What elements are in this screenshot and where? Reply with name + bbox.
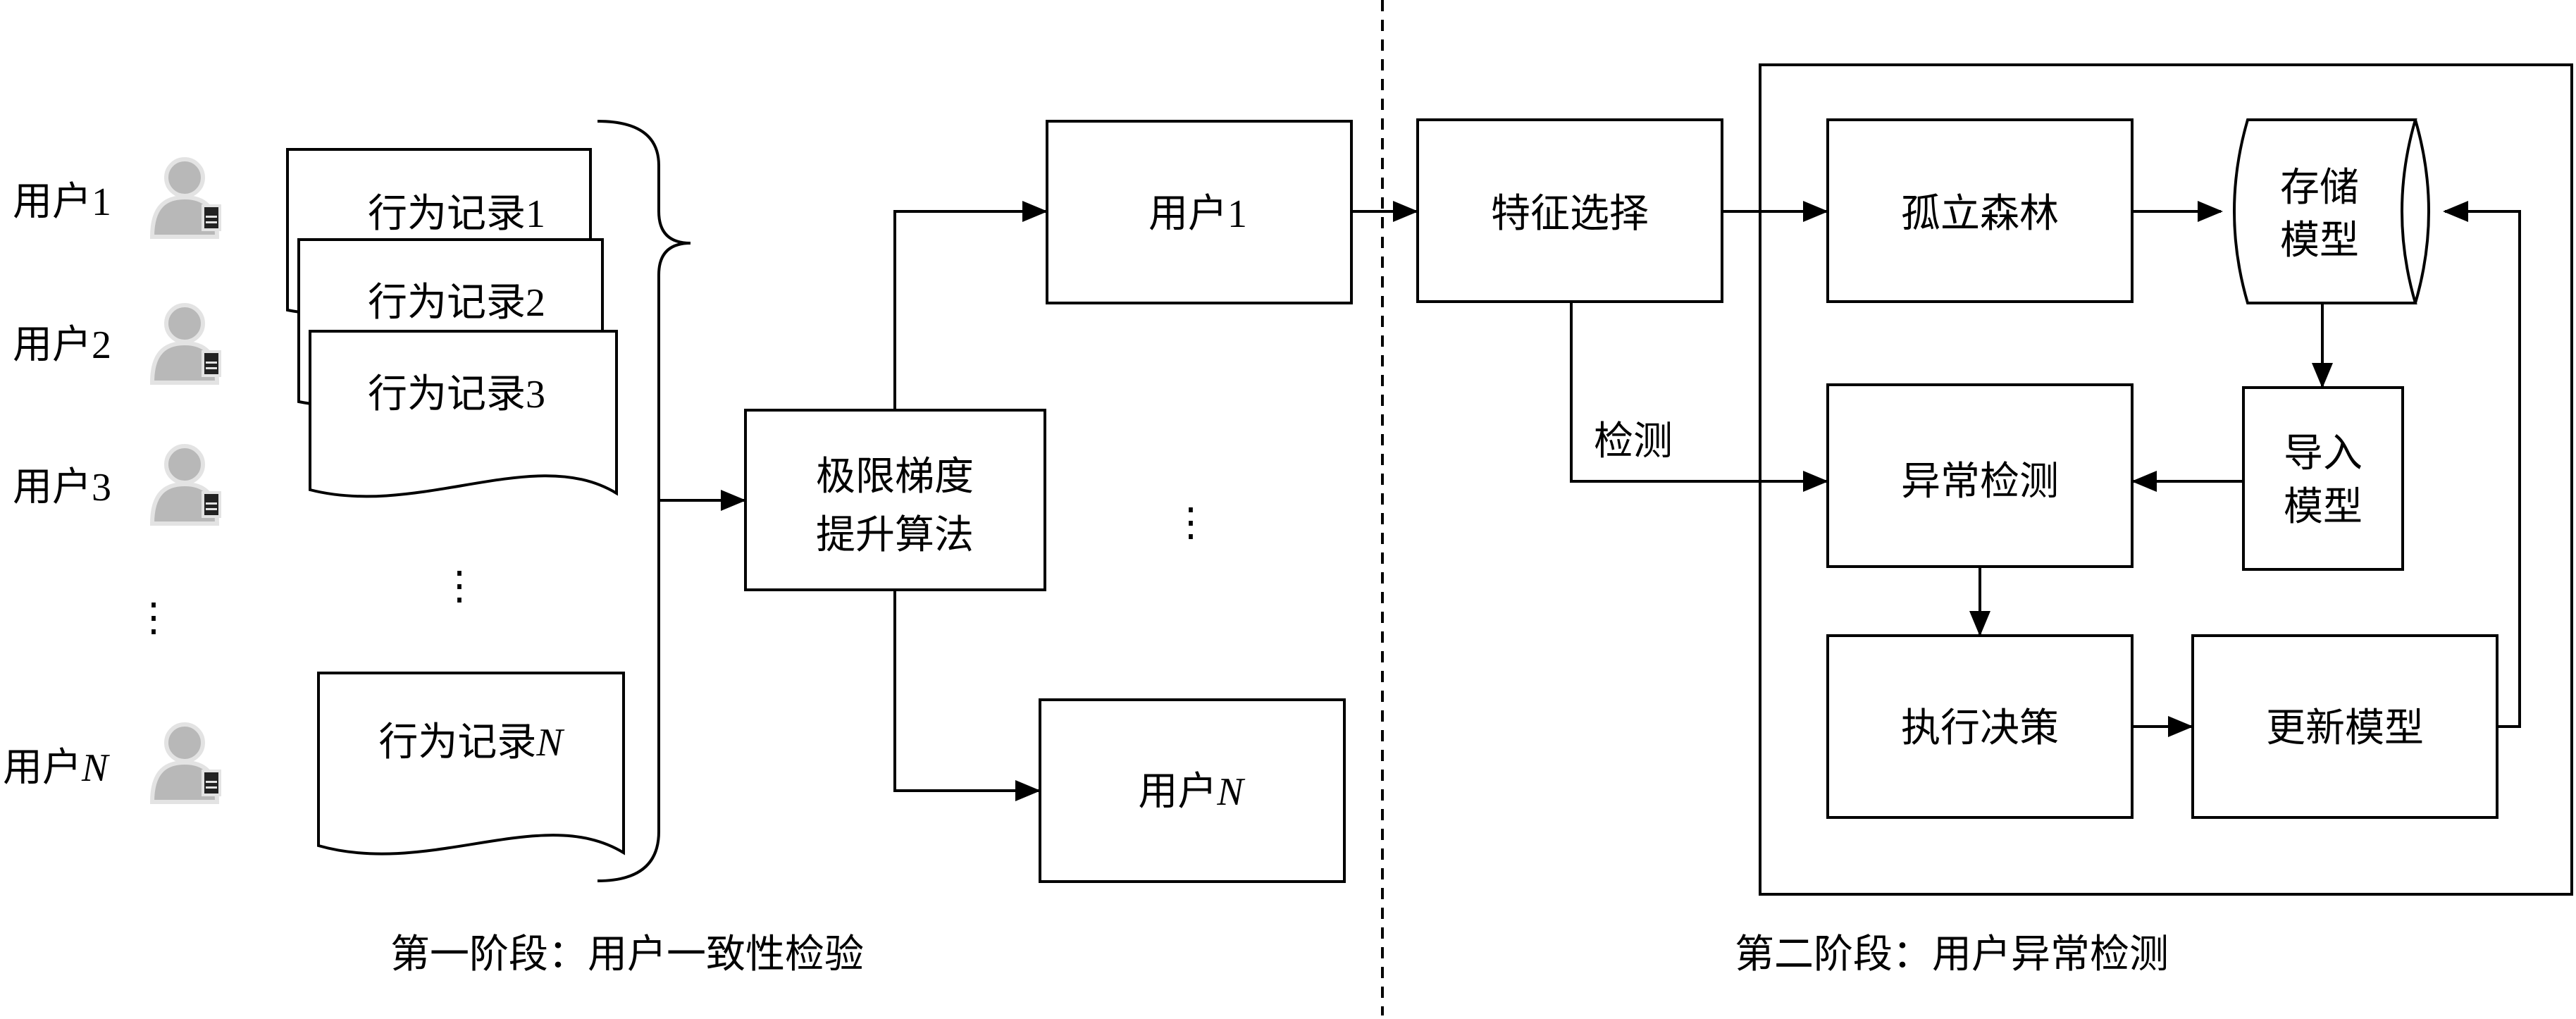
arrow-xgboost-to-user1 [893, 201, 1048, 410]
import-model-label-1: 导入 [2284, 432, 2363, 476]
store-model-edge [2414, 119, 2430, 304]
user-2-icon [152, 305, 220, 383]
user-n-label: 用户N [3, 746, 110, 790]
execute-decision-box [1826, 634, 2134, 819]
xgboost-box [744, 409, 1046, 591]
store-model-shape [2233, 118, 2417, 304]
user-3-label: 用户3 [13, 466, 111, 510]
import-model-label-2: 模型 [2284, 486, 2363, 529]
user-n-output-label: 用户N [1138, 770, 1245, 814]
record-doc-n [317, 672, 625, 856]
user-2: 用户2 [13, 305, 220, 383]
record-stack [286, 148, 625, 856]
update-model-box [2191, 634, 2498, 819]
record-n-label: 行为记录N [378, 721, 564, 765]
feature-selection-label: 特征选择 [1491, 192, 1649, 236]
arrow-feature-to-anomaly [1570, 302, 1828, 492]
record-2-label: 行为记录2 [368, 281, 545, 325]
xgboost-label-2: 提升算法 [816, 514, 974, 557]
store-model-label-2: 模型 [2280, 219, 2359, 263]
user-n-output-box [1039, 698, 1346, 883]
record-1-label: 行为记录1 [368, 192, 545, 236]
record-doc-3 [309, 330, 618, 498]
update-model-label: 更新模型 [2266, 707, 2424, 751]
user-n: 用户N [3, 724, 220, 802]
detect-label: 检测 [1594, 420, 1673, 464]
stage-2-frame [1759, 63, 2573, 896]
arrow-update-to-store [2443, 201, 2521, 728]
user-3: 用户3 [13, 446, 220, 524]
user-n-icon [152, 724, 220, 802]
anomaly-detection-label: 异常检测 [1901, 460, 2059, 504]
user-1: 用户1 [13, 159, 220, 237]
arrow-xgboost-to-usern [893, 590, 1041, 801]
user-1-label: 用户1 [13, 180, 111, 224]
stage-2-caption: 第二阶段：用户异常检测 [1735, 933, 2169, 977]
users-ellipsis: ⋮ [134, 596, 173, 640]
outputs-ellipsis: ⋮ [1171, 501, 1210, 545]
records-ellipsis: ⋮ [440, 564, 479, 608]
user-3-icon [152, 446, 220, 524]
user-2-label: 用户2 [13, 323, 111, 367]
isolation-forest-label: 孤立森林 [1901, 192, 2059, 236]
store-model-label-1: 存储 [2280, 166, 2359, 210]
user-1-output-box [1046, 120, 1353, 304]
records-brace [597, 120, 691, 882]
record-3-label: 行为记录3 [368, 373, 545, 416]
feature-selection-box [1416, 118, 1723, 303]
anomaly-detection-box [1826, 383, 2134, 568]
xgboost-label-1: 极限梯度 [816, 455, 974, 499]
execute-decision-label: 执行决策 [1901, 707, 2059, 751]
import-model-box [2242, 386, 2404, 571]
user-1-icon [152, 159, 220, 237]
stage-1-caption: 第一阶段：用户一致性检验 [390, 933, 864, 977]
user-1-output-label: 用户1 [1148, 192, 1247, 236]
